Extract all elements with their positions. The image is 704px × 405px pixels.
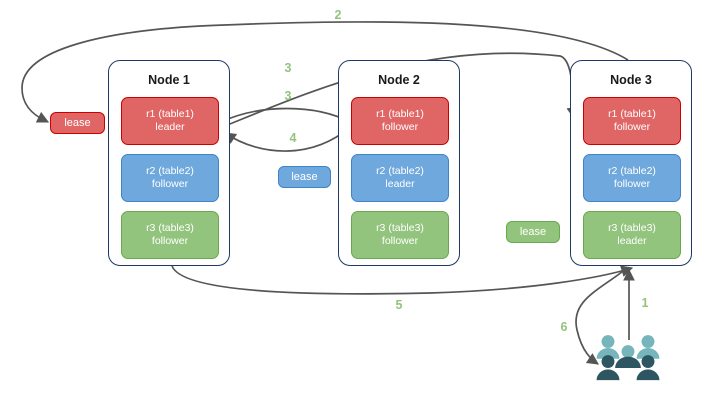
replica-name: r1 (table1)	[146, 108, 194, 120]
node-3-container[interactable]: Node 3 r1 (table1) follower r2 (table2) …	[570, 60, 692, 266]
arrow-step-4	[224, 126, 351, 152]
replica-name: r1 (table1)	[376, 108, 424, 120]
node-3-replica-r1[interactable]: r1 (table1) follower	[583, 97, 681, 145]
replica-role: follower	[381, 235, 419, 247]
node-3-replica-r3[interactable]: r3 (table3) leader	[583, 211, 681, 259]
step-label-1: 1	[641, 296, 649, 310]
node-2-replica-r1[interactable]: r1 (table1) follower	[351, 97, 449, 145]
replica-role: follower	[613, 178, 651, 190]
lease-badge-r1[interactable]: lease	[50, 112, 105, 134]
arrow-step-2	[21, 21, 629, 123]
step-label-3b: 3	[284, 89, 292, 103]
step-label-4: 4	[289, 131, 297, 145]
arrow-step-5	[171, 265, 634, 295]
node-2-title: Node 2	[378, 73, 420, 87]
replica-name: r1 (table1)	[608, 108, 656, 120]
replica-role: follower	[613, 121, 651, 133]
replica-role: leader	[385, 178, 415, 190]
lease-badge-r3[interactable]: lease	[506, 221, 560, 243]
replica-role: follower	[151, 178, 189, 190]
replica-role: follower	[151, 235, 189, 247]
replica-name: r2 (table2)	[376, 165, 424, 177]
node-2-replica-r2[interactable]: r2 (table2) leader	[351, 154, 449, 202]
users-icon	[596, 335, 660, 381]
replica-role: leader	[155, 121, 185, 133]
node-3-title: Node 3	[610, 73, 652, 87]
replica-name: r3 (table3)	[376, 222, 424, 234]
replica-name: r2 (table2)	[608, 165, 656, 177]
node-1-title: Node 1	[148, 73, 190, 87]
node-2-replica-r3[interactable]: r3 (table3) follower	[351, 211, 449, 259]
step-label-2: 2	[334, 8, 342, 22]
node-1-replica-r2[interactable]: r2 (table2) follower	[121, 154, 219, 202]
lease-badge-r2[interactable]: lease	[278, 166, 331, 188]
node-3-replica-r2[interactable]: r2 (table2) follower	[583, 154, 681, 202]
arrow-step-3-lower	[220, 107, 352, 123]
arrow-step-6	[575, 267, 628, 365]
node-1-replica-r1[interactable]: r1 (table1) leader	[121, 97, 219, 145]
replica-role: follower	[381, 121, 419, 133]
step-label-3a: 3	[284, 61, 292, 75]
node-1-replica-r3[interactable]: r3 (table3) follower	[121, 211, 219, 259]
step-label-5: 5	[395, 298, 403, 312]
replica-role: leader	[617, 235, 647, 247]
node-2-container[interactable]: Node 2 r1 (table1) follower r2 (table2) …	[338, 60, 460, 266]
replica-name: r2 (table2)	[146, 165, 194, 177]
replica-name: r3 (table3)	[146, 222, 194, 234]
replica-name: r3 (table3)	[608, 222, 656, 234]
node-1-container[interactable]: Node 1 r1 (table1) leader r2 (table2) fo…	[108, 60, 230, 266]
step-label-6: 6	[560, 320, 568, 334]
